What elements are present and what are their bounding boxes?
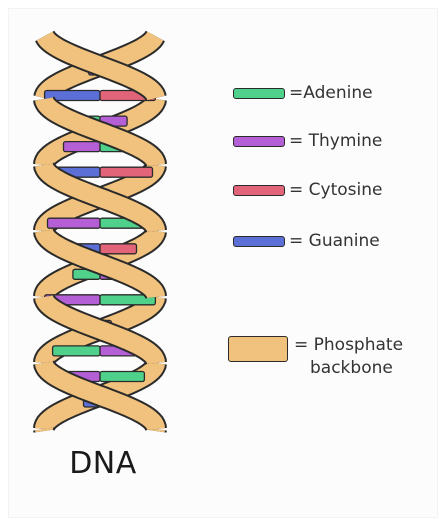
thymine-swatch [233,135,285,147]
legend-item-guanine: = Guanine [233,230,380,252]
backbone-label-line1: = Phosphate [294,335,404,355]
backbone-front-segments [33,30,167,433]
cytosine-swatch [233,184,285,196]
backbone-fill [35,97,165,166]
legend-item-cytosine: = Cytosine [233,179,382,201]
legend-label-phosphate-backbone: = Phosphate backbone [294,334,403,380]
base-thymine [62,140,101,153]
base-adenine [99,370,146,383]
legend-label-thymine: = Thymine [289,131,383,151]
backbone-label-line2: backbone [310,358,393,378]
phosphate-backbone-swatch [228,336,288,362]
backbone-fill [35,229,165,298]
legend-label-cytosine: = Cytosine [289,180,383,200]
backbone-fill [35,295,165,364]
backbone-fill [35,163,165,232]
legend-label-guanine: = Guanine [289,231,380,251]
legend-label-adenine: =Adenine [289,83,373,103]
base-cytosine [99,166,154,178]
base-cytosine [99,243,138,255]
backbone-fill [36,31,165,101]
base-thymine [46,217,101,229]
legend-item-thymine: = Thymine [233,130,382,152]
dna-caption: DNA [69,446,137,481]
base-adenine [99,294,157,306]
adenine-swatch [233,87,285,99]
legend-item-phosphate-backbone: = Phosphate backbone [228,334,403,380]
base-adenine [51,345,101,357]
guanine-swatch [233,235,285,247]
backbone-fill [35,361,165,430]
legend-item-adenine: =Adenine [233,82,373,104]
